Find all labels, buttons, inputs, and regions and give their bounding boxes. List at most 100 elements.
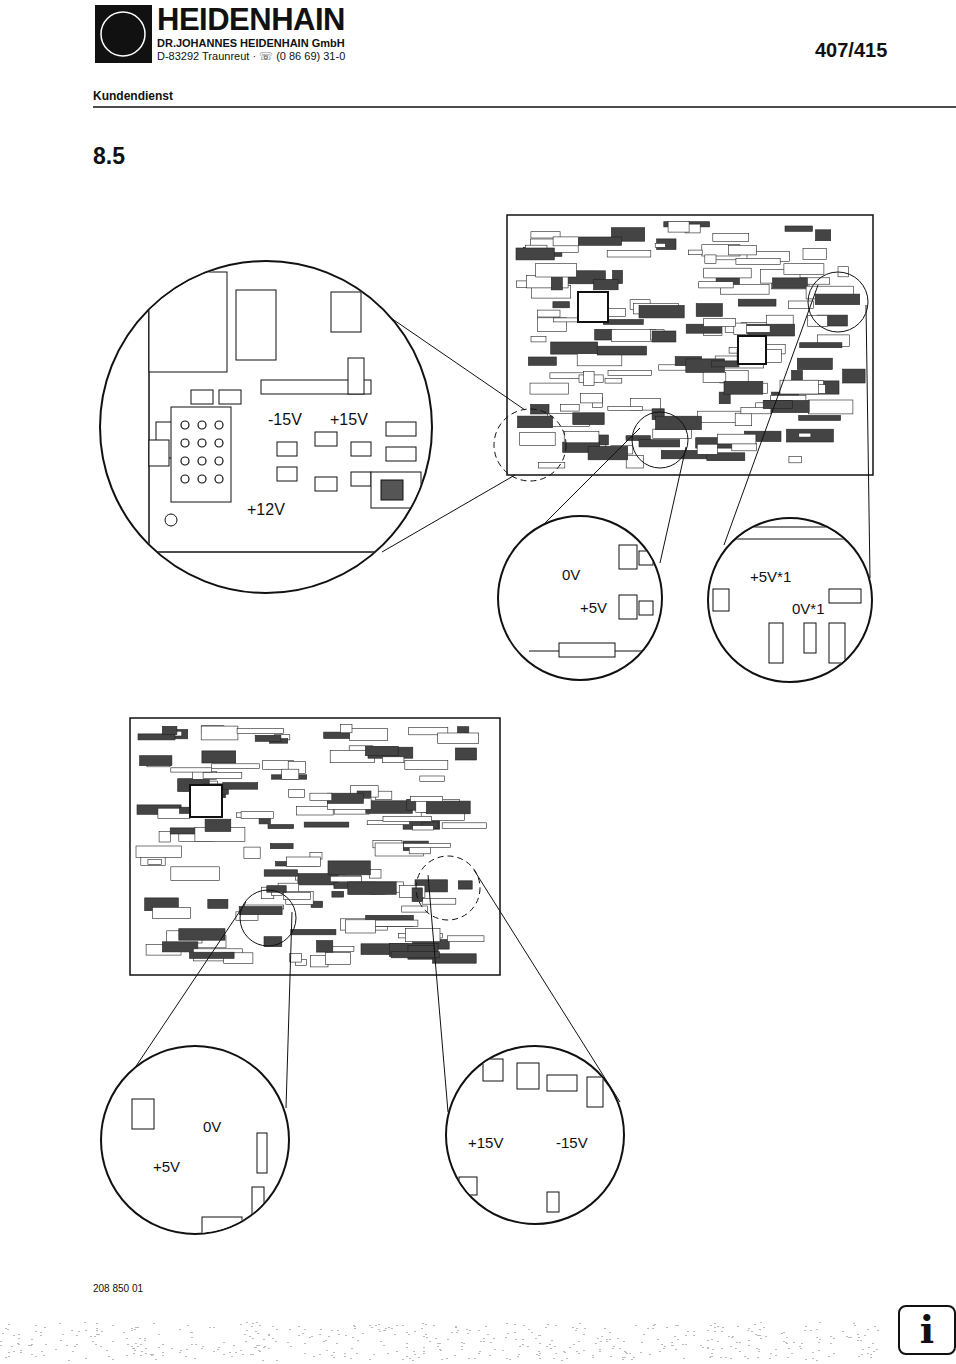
scan-noise-dot [848, 1337, 850, 1338]
scan-noise-dot [213, 1327, 215, 1328]
scan-noise-dot [20, 1350, 22, 1351]
scan-noise-dot [672, 1345, 674, 1346]
pcb-part [808, 315, 828, 326]
scan-noise-dot [657, 1339, 659, 1340]
scan-noise-dot [677, 1339, 679, 1340]
scan-noise-dot [202, 1346, 204, 1347]
scan-noise-dot [805, 1359, 807, 1360]
scan-noise-dot [437, 1346, 439, 1347]
scan-noise-dot [352, 1337, 354, 1338]
scan-noise-dot [369, 1325, 371, 1326]
scan-noise-dot [775, 1355, 777, 1356]
scan-noise-dot [659, 1351, 661, 1352]
scan-noise-dot [861, 1354, 863, 1355]
pcb-part [653, 429, 692, 438]
scan-noise-dot [546, 1346, 548, 1347]
scan-noise-dot [717, 1341, 719, 1342]
scan-noise-dot [369, 1359, 371, 1360]
pcb-part [332, 891, 344, 897]
pcb-part [212, 764, 260, 769]
scan-noise-dot [730, 1346, 732, 1347]
scan-noise-dot [599, 1349, 601, 1350]
scan-noise-dot [833, 1353, 835, 1354]
scan-noise-dot [40, 1332, 42, 1333]
scan-noise-dot [133, 1348, 135, 1349]
pcb-part [162, 942, 197, 952]
scan-noise-dot [112, 1359, 114, 1360]
scan-noise-dot [714, 1327, 716, 1328]
pcb-part [366, 801, 413, 814]
scan-noise-dot [28, 1345, 30, 1346]
scan-noise-dot [710, 1356, 712, 1357]
pcb-part [612, 329, 656, 341]
scan-noise-dot [714, 1331, 716, 1332]
scan-noise-dot [675, 1349, 677, 1350]
pcb-part [162, 726, 177, 734]
pcb-part [732, 443, 757, 450]
scan-noise-dot [18, 1334, 20, 1335]
scan-noise-dot [757, 1335, 759, 1336]
scan-noise-dot [786, 1337, 788, 1338]
scan-noise-dot [112, 1341, 114, 1342]
pcb-part [626, 456, 643, 468]
pcb-part [404, 843, 451, 847]
scan-noise-dot [597, 1338, 599, 1339]
pcb-part [655, 243, 665, 247]
scan-noise-dot [158, 1334, 160, 1335]
scan-noise-dot [354, 1328, 356, 1329]
scan-noise-dot [412, 1360, 414, 1361]
scan-noise-dot [522, 1344, 524, 1345]
scan-noise-dot [257, 1333, 259, 1334]
pcb-part [536, 264, 577, 278]
scan-noise-dot [531, 1332, 533, 1333]
scan-noise-dot [629, 1353, 631, 1354]
pcb-part [383, 816, 432, 821]
scan-noise-dot [323, 1341, 325, 1342]
pcb-part [789, 457, 801, 463]
scan-noise-dot [255, 1331, 257, 1332]
scan-noise-dot [209, 1327, 211, 1328]
detail-drawing [101, 262, 433, 594]
scan-noise-dot [787, 1357, 789, 1358]
pcb-part [587, 1077, 603, 1107]
scan-noise-dot [179, 1352, 181, 1353]
pcb-part [705, 255, 716, 264]
scan-noise-dot [759, 1329, 761, 1330]
scan-noise-dot [106, 1350, 108, 1351]
scan-noise-dot [290, 1346, 292, 1347]
pcb-part [179, 929, 225, 941]
scan-noise-dot [195, 1344, 197, 1345]
pcb-part [149, 272, 227, 372]
pcb-part [483, 1059, 503, 1081]
pcb-part [560, 404, 579, 411]
detail-marker [808, 272, 868, 332]
scan-noise-dot [816, 1360, 818, 1361]
scan-noise-dot [522, 1339, 524, 1340]
pcb-part [603, 320, 643, 325]
scan-noise-dot [96, 1323, 98, 1324]
scan-noise-dot [509, 1359, 511, 1360]
voltage-label: +5V [152, 1159, 181, 1174]
scan-noise-dot [240, 1350, 242, 1351]
scan-noise-dot [145, 1348, 147, 1349]
scan-noise-dot [649, 1354, 651, 1355]
scan-noise-dot [162, 1355, 164, 1356]
scan-noise-dot [375, 1325, 377, 1326]
pcb-part [799, 433, 811, 437]
scan-noise-dot [394, 1334, 396, 1335]
scan-noise-dot [254, 1347, 256, 1348]
pcb-part [529, 651, 559, 652]
pcb-part [580, 394, 602, 403]
scan-noise-dot [439, 1343, 441, 1344]
scan-noise-dot [870, 1357, 872, 1358]
scan-noise-dot [554, 1346, 556, 1347]
scan-noise-dot [44, 1327, 46, 1328]
pcb-part [239, 907, 282, 915]
pcb-part [198, 457, 206, 465]
scan-noise-dot [578, 1353, 580, 1354]
scan-noise-dot [72, 1351, 74, 1352]
scan-noise-dot [127, 1344, 129, 1345]
scan-noise-dot [850, 1337, 852, 1338]
pcb-part [290, 953, 302, 962]
scan-noise-dot [18, 1338, 20, 1339]
